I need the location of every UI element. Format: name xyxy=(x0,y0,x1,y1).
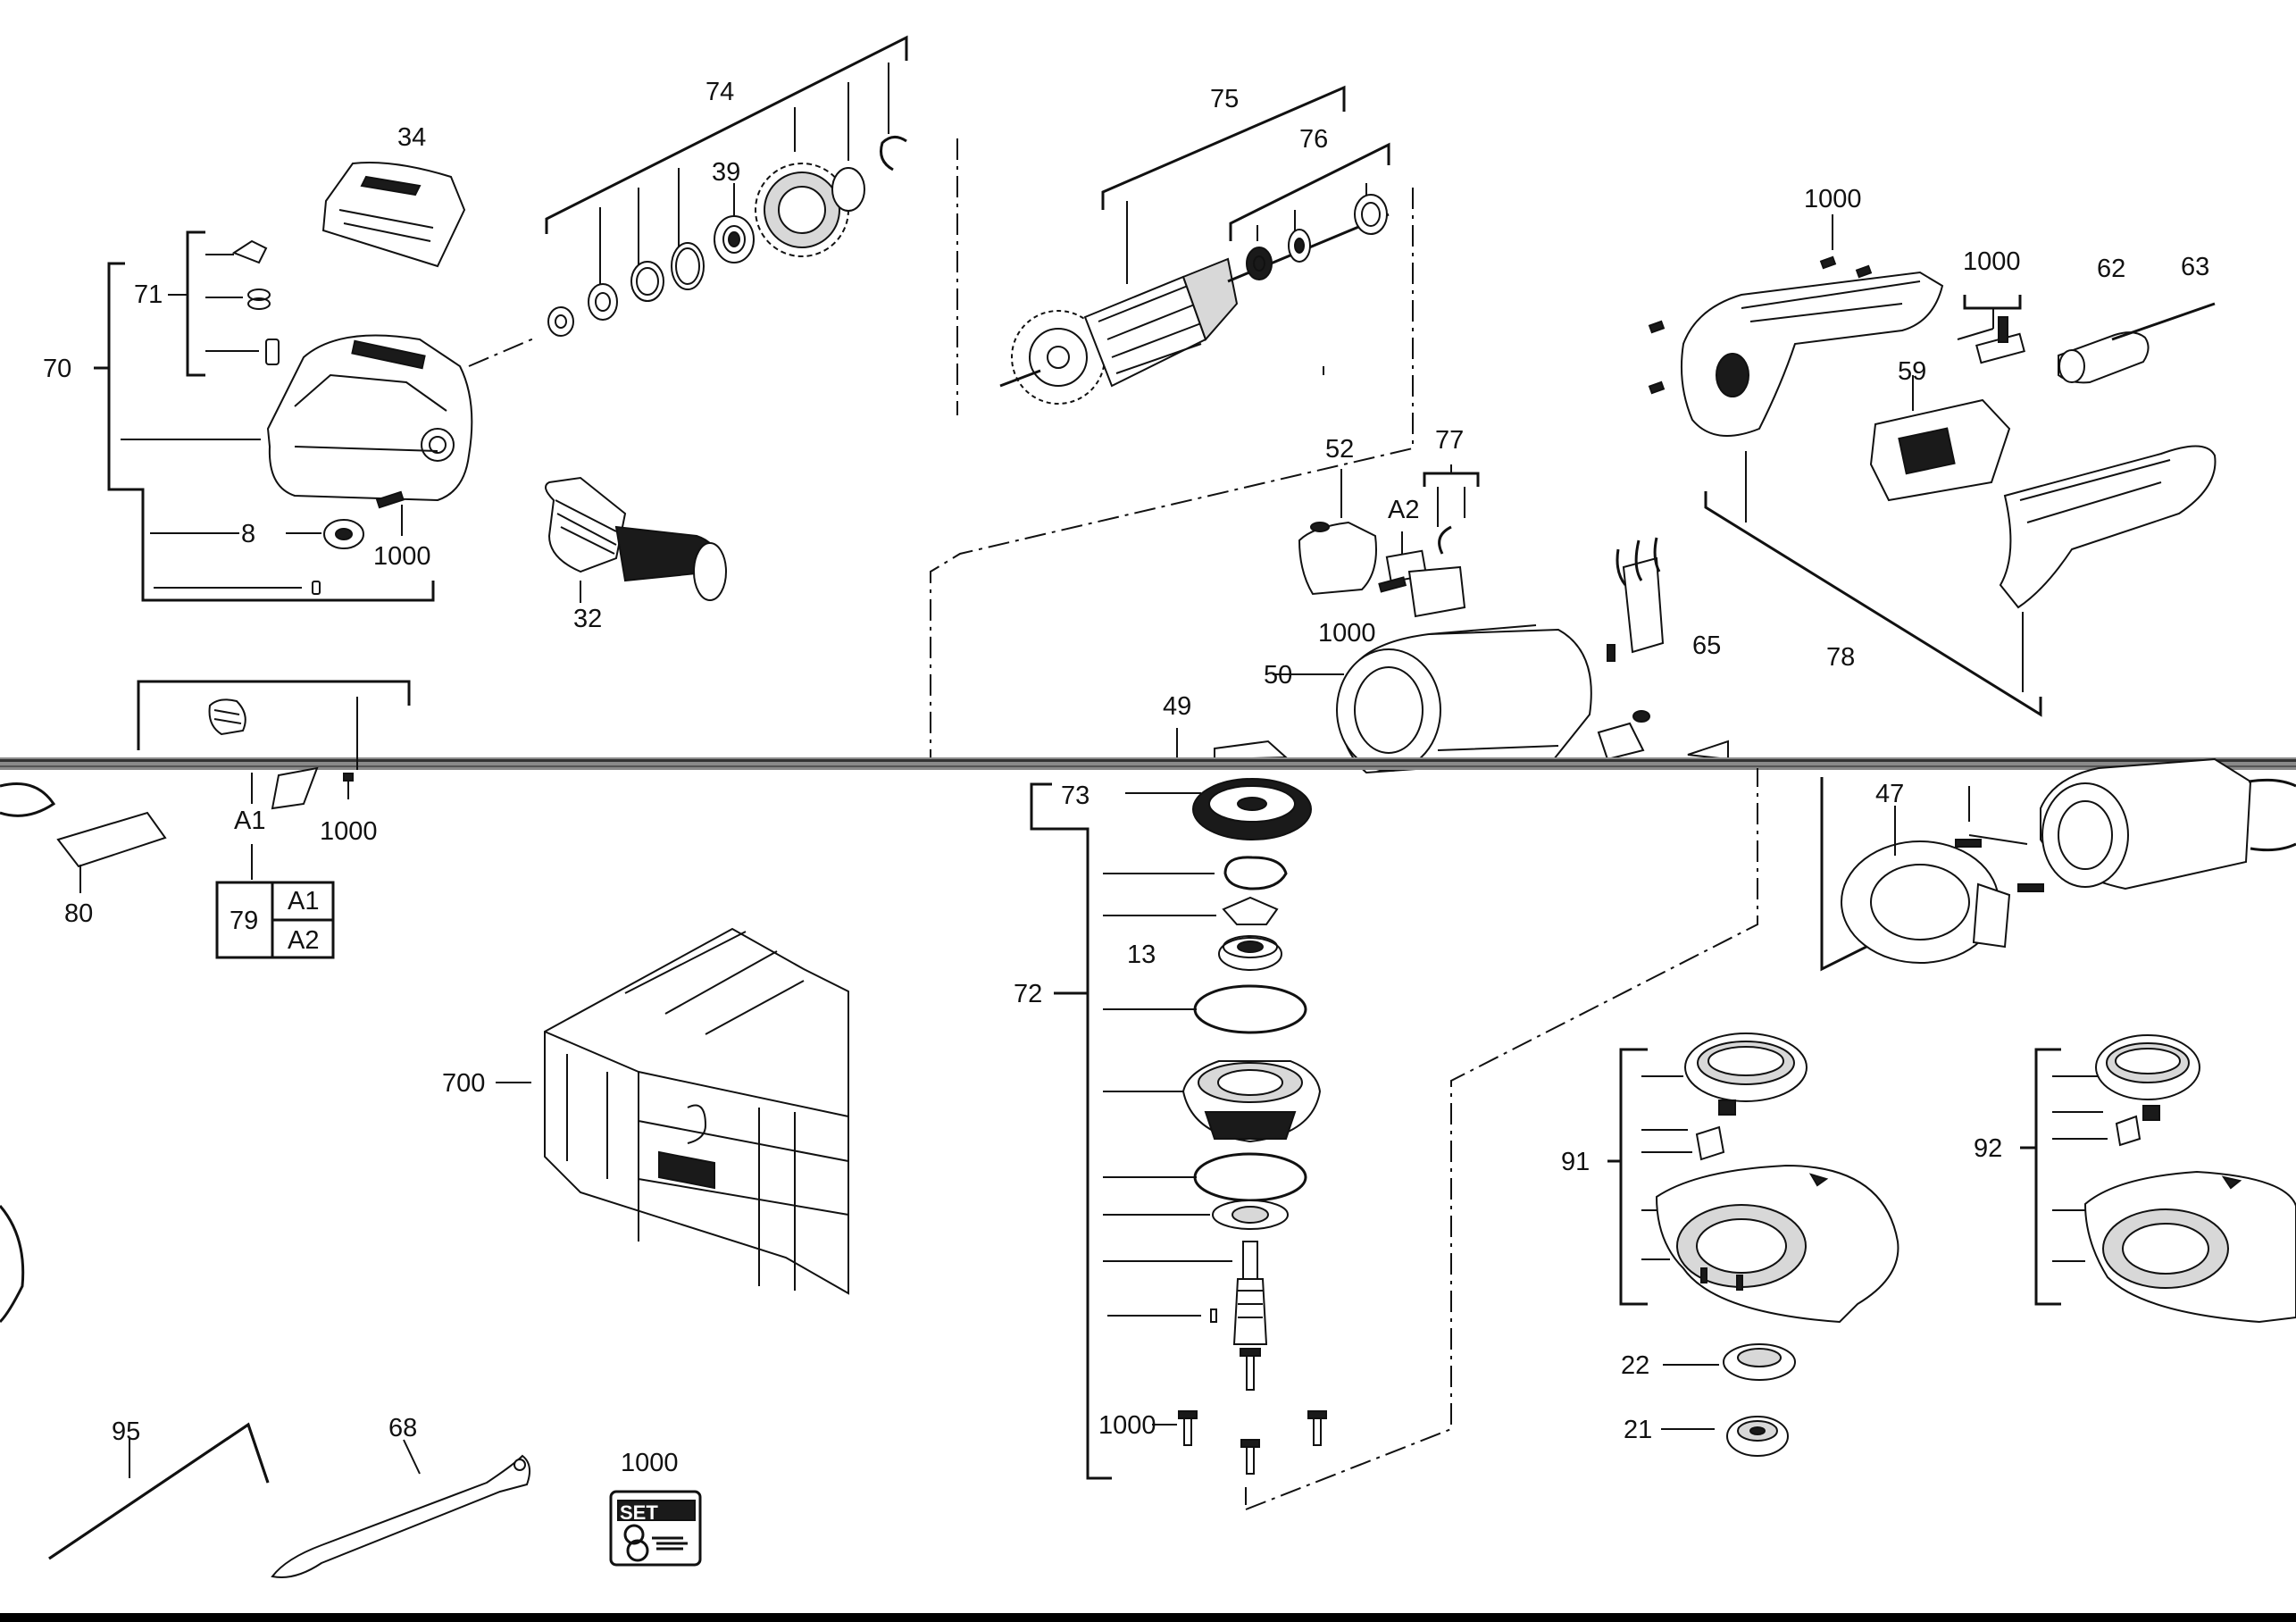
part-label: 91 xyxy=(1561,1148,1590,1176)
part-label: 80 xyxy=(64,899,93,928)
gear-column-group xyxy=(1030,768,1758,1510)
part-label: 1000 xyxy=(621,1449,679,1477)
part-label: 21 xyxy=(1624,1416,1652,1444)
part-label: 62 xyxy=(2097,255,2125,283)
part-label: 39 xyxy=(712,158,740,187)
part-label: 92 xyxy=(1974,1134,2002,1163)
gear-housing-group xyxy=(94,162,537,602)
component-a1-group xyxy=(0,680,411,959)
part-label: 1000 xyxy=(1804,185,1862,213)
bottom-border xyxy=(0,1613,2296,1622)
part-label: 1000 xyxy=(1318,619,1376,648)
part-label: 72 xyxy=(1014,980,1042,1008)
part-label: 71 xyxy=(134,280,163,309)
part-label: 65 xyxy=(1692,631,1721,660)
part-label: 1000 xyxy=(320,817,378,846)
part-label: A2 xyxy=(288,926,319,955)
part-label: 22 xyxy=(1621,1351,1649,1380)
part-label: 76 xyxy=(1299,125,1328,154)
bearing-stack-group xyxy=(545,35,958,411)
part-label: 8 xyxy=(241,520,255,548)
carry-case xyxy=(0,927,849,1324)
part-label: 1000 xyxy=(373,542,431,571)
part-label: 75 xyxy=(1210,85,1239,113)
part-label: 52 xyxy=(1325,435,1354,464)
handle-housing-group xyxy=(1323,214,2217,717)
armature-group xyxy=(930,85,1414,757)
part-label: 32 xyxy=(573,605,602,633)
part-label: 49 xyxy=(1163,692,1191,721)
part-label: 59 xyxy=(1898,357,1926,386)
part-label: A1 xyxy=(234,807,265,835)
scan-artifact-band xyxy=(0,757,2296,770)
part-label: 78 xyxy=(1826,643,1855,672)
guard-assembly-91 xyxy=(1607,1033,1899,1324)
part-label: 77 xyxy=(1435,426,1464,455)
part-number-labels: 74 34 39 71 70 8 1000 32 75 76 1000 1000… xyxy=(43,78,2209,1524)
flange-nuts xyxy=(1661,1343,1796,1457)
part-label: 70 xyxy=(43,355,71,383)
part-label: 1000 xyxy=(1098,1411,1156,1440)
part-label: 50 xyxy=(1264,661,1292,690)
part-label: 74 xyxy=(705,78,734,106)
part-label: A2 xyxy=(1388,496,1419,524)
part-label: 34 xyxy=(397,123,426,152)
part-label: 68 xyxy=(388,1414,417,1442)
part-label: 1000 xyxy=(1963,247,2021,276)
part-label: 700 xyxy=(442,1069,485,1098)
part-label: 73 xyxy=(1061,782,1090,810)
part-label: 13 xyxy=(1127,941,1156,969)
part-label: 79 xyxy=(230,907,258,935)
tools-group xyxy=(48,1422,702,1578)
part-label: 95 xyxy=(112,1417,140,1446)
motor-housing-right xyxy=(1820,757,2296,972)
side-handle xyxy=(545,476,727,603)
part-label: 47 xyxy=(1875,780,1904,808)
guard-assembly-92 xyxy=(2020,1034,2296,1324)
part-label: A1 xyxy=(288,887,319,916)
part-label: 63 xyxy=(2181,253,2209,281)
set-icon-text: SET xyxy=(620,1501,658,1524)
stator-group xyxy=(1176,464,1729,774)
